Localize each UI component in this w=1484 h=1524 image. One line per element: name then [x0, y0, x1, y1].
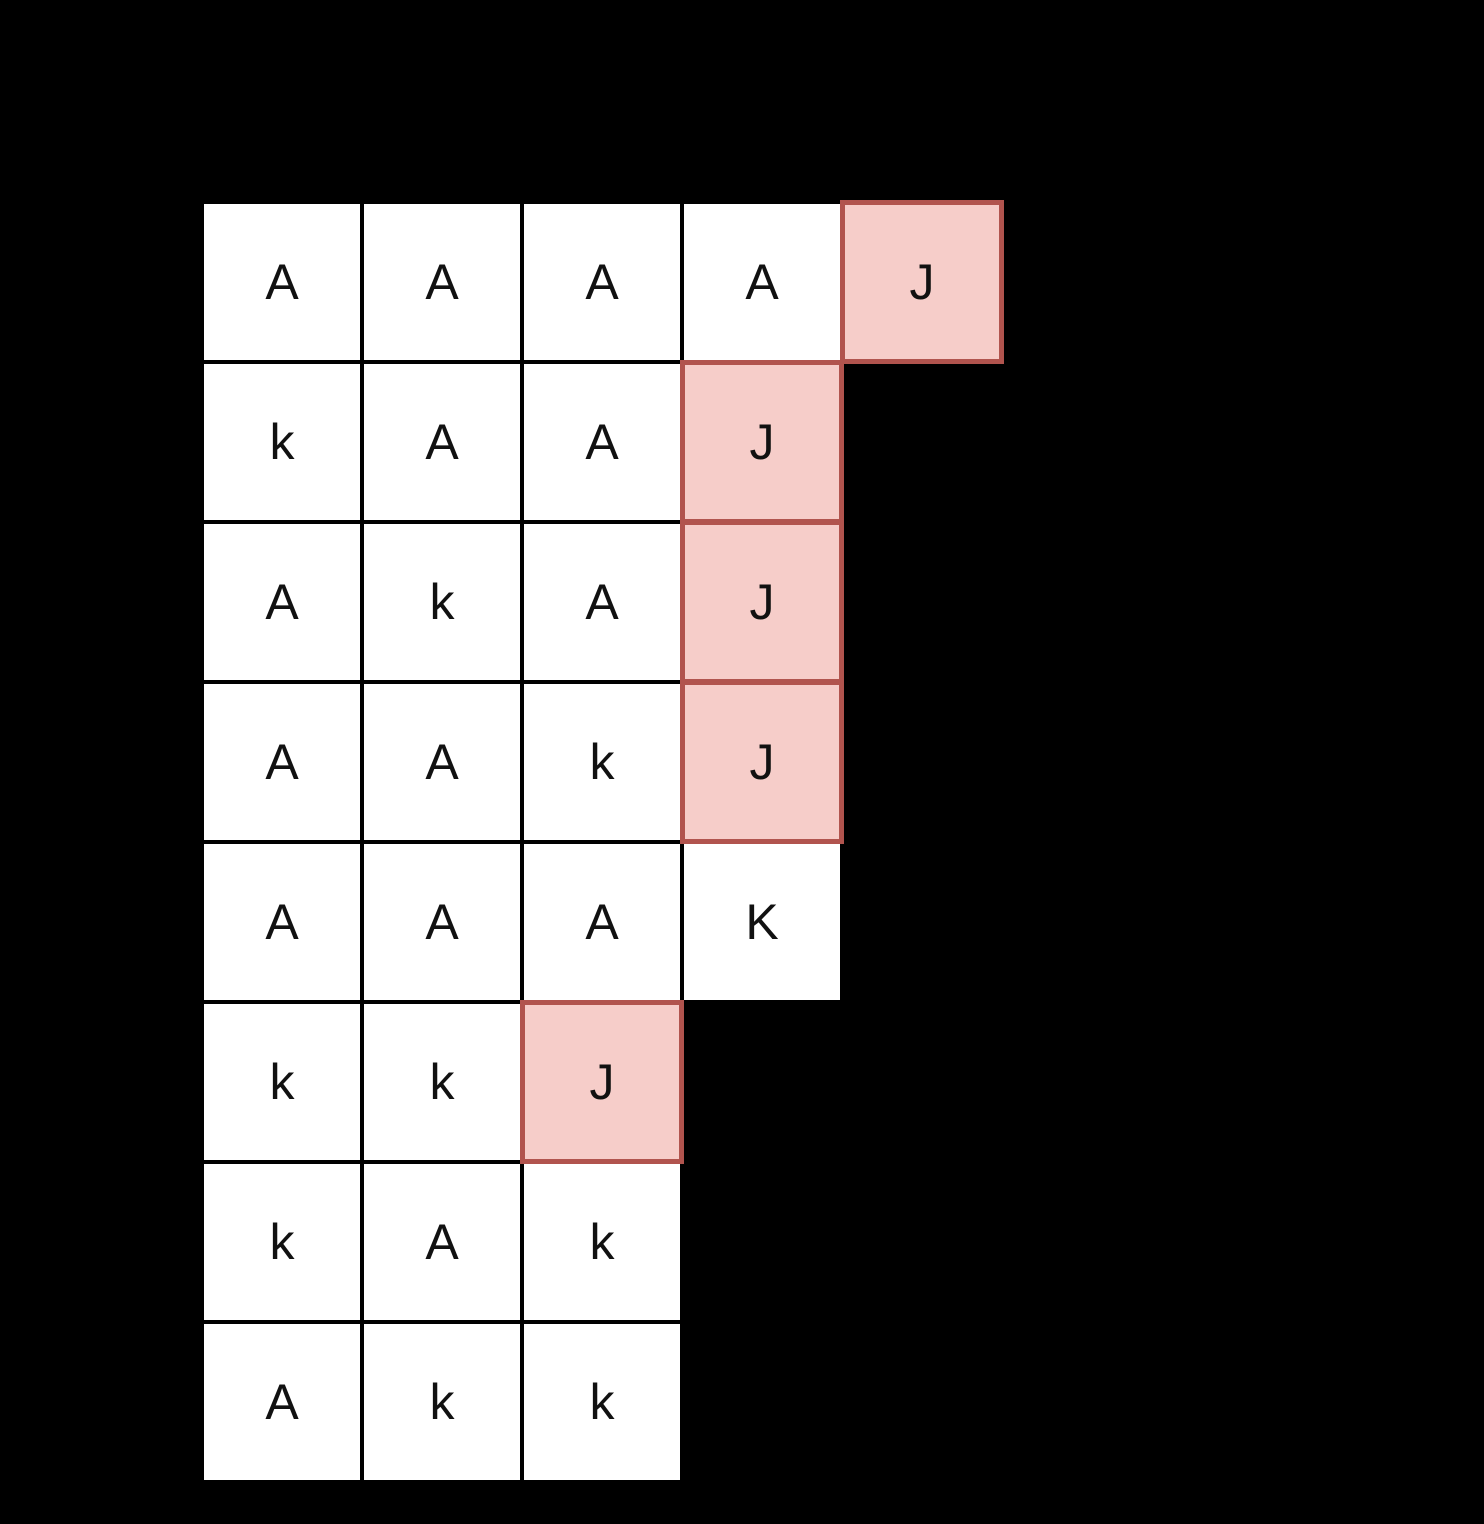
cell-letter: J — [749, 574, 775, 630]
cell-letter: K — [745, 894, 779, 950]
grid-cell[interactable]: k — [362, 1322, 522, 1482]
grid-cell[interactable]: A — [362, 362, 522, 522]
grid-cell[interactable]: A — [202, 522, 362, 682]
grid-cell-highlighted[interactable]: J — [680, 360, 844, 524]
grid-cell[interactable]: K — [682, 842, 842, 1002]
cell-letter: A — [265, 894, 299, 950]
cell-letter: A — [425, 414, 459, 470]
cell-letter: J — [909, 254, 935, 310]
grid-cell[interactable]: A — [202, 202, 362, 362]
grid-cell[interactable]: k — [522, 1162, 682, 1322]
cell-letter: A — [425, 254, 459, 310]
cell-letter: k — [589, 1374, 615, 1430]
grid-cell[interactable]: k — [202, 362, 362, 522]
cell-letter: A — [745, 254, 779, 310]
grid-cell[interactable]: A — [522, 202, 682, 362]
cell-letter: A — [265, 574, 299, 630]
cell-letter: A — [425, 894, 459, 950]
grid-cell[interactable]: A — [202, 842, 362, 1002]
cell-letter: k — [269, 1054, 295, 1110]
cell-letter: k — [429, 1054, 455, 1110]
grid-cell[interactable]: k — [522, 1322, 682, 1482]
grid-cell[interactable]: A — [202, 1322, 362, 1482]
cell-letter: A — [585, 574, 619, 630]
grid-cell[interactable]: k — [522, 682, 682, 842]
cell-letter: A — [585, 894, 619, 950]
grid-cell[interactable]: k — [362, 1002, 522, 1162]
cell-letter: J — [749, 414, 775, 470]
grid-cell[interactable]: A — [362, 682, 522, 842]
grid-cell[interactable]: A — [522, 842, 682, 1002]
cell-letter: A — [585, 254, 619, 310]
grid-cell[interactable]: A — [362, 202, 522, 362]
grid-cell[interactable]: k — [202, 1162, 362, 1322]
cell-letter: k — [589, 1214, 615, 1270]
cell-letter: k — [429, 1374, 455, 1430]
cell-letter: A — [425, 1214, 459, 1270]
grid-cell-highlighted[interactable]: J — [680, 520, 844, 684]
cell-letter: k — [589, 734, 615, 790]
grid-cell[interactable]: k — [202, 1002, 362, 1162]
cell-letter: A — [265, 734, 299, 790]
grid-cell-highlighted[interactable]: J — [840, 200, 1004, 364]
cell-letter: J — [749, 734, 775, 790]
grid-cell-highlighted[interactable]: J — [520, 1000, 684, 1164]
cell-letter: J — [589, 1054, 615, 1110]
cell-letter: A — [425, 734, 459, 790]
grid-cell[interactable]: A — [682, 202, 842, 362]
cell-letter: k — [269, 1214, 295, 1270]
grid-cell[interactable]: A — [202, 682, 362, 842]
grid-cell[interactable]: A — [522, 362, 682, 522]
cell-letter: k — [429, 574, 455, 630]
cell-letter: A — [265, 254, 299, 310]
cell-letter: A — [585, 414, 619, 470]
grid-cell[interactable]: k — [362, 522, 522, 682]
grid-cell[interactable]: A — [362, 842, 522, 1002]
grid-cell-highlighted[interactable]: J — [680, 680, 844, 844]
cell-letter: A — [265, 1374, 299, 1430]
cell-letter: k — [269, 414, 295, 470]
grid-cell[interactable]: A — [362, 1162, 522, 1322]
grid-cell[interactable]: A — [522, 522, 682, 682]
